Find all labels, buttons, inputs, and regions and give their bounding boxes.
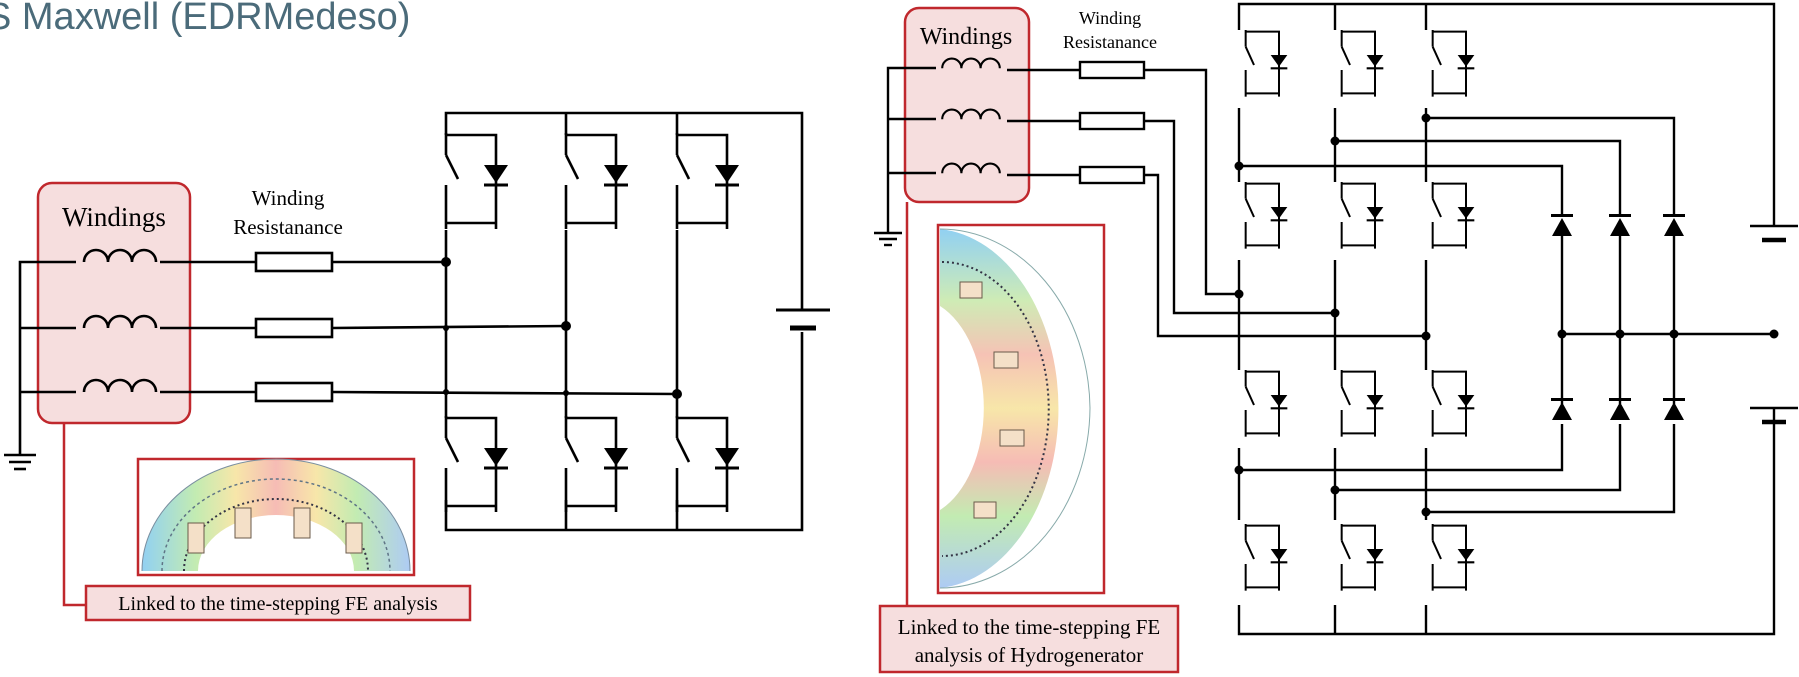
- right-windings-box: [903, 6, 1031, 204]
- right-resistor: [1078, 165, 1146, 185]
- left-circuit: Windings Winding Resistanance: [4, 111, 830, 622]
- left-windings-box: [36, 181, 192, 425]
- right-switch: [1431, 368, 1476, 438]
- left-resistance-label-1: Winding: [252, 186, 325, 210]
- page-title: S Maxwell (EDRMedeso): [0, 0, 411, 38]
- right-switch: [1244, 180, 1289, 250]
- left-fe-caption: Linked to the time-stepping FE analysis: [118, 593, 438, 615]
- left-resistor: [254, 381, 334, 403]
- right-switch: [1431, 522, 1476, 592]
- left-windings-label: Windings: [62, 202, 166, 232]
- right-fe-caption-1: Linked to the time-stepping FE: [898, 615, 1160, 639]
- right-fe-image: [936, 223, 1106, 595]
- left-switch-lower: [675, 414, 741, 514]
- left-resistance-label-2: Resistanance: [233, 215, 343, 239]
- left-switch-lower: [564, 414, 630, 514]
- left-switch-lower: [444, 414, 510, 514]
- left-fe-caption-box: [84, 584, 472, 622]
- left-battery-icon: [776, 308, 830, 331]
- right-switch: [1244, 522, 1289, 592]
- right-resistance-label-1: Winding: [1079, 8, 1141, 28]
- right-switch: [1340, 368, 1385, 438]
- left-junction-dots: [441, 257, 682, 399]
- right-switch: [1431, 180, 1476, 250]
- right-switch: [1244, 28, 1289, 98]
- right-junction-dots: [1234, 113, 1779, 517]
- right-resistor: [1078, 111, 1146, 131]
- right-circuit: Windings Winding Resistanance: [874, 2, 1798, 674]
- left-ground-bus: [4, 260, 76, 471]
- left-switch-upper: [564, 131, 630, 231]
- left-fe-image: [136, 457, 416, 577]
- right-bridge-frame: [1237, 2, 1776, 636]
- right-resistance-label-2: Resistanance: [1063, 32, 1157, 52]
- right-diodes: [1551, 214, 1685, 420]
- right-switch: [1431, 28, 1476, 98]
- right-resistor: [1078, 60, 1146, 80]
- left-switch-upper: [675, 131, 741, 231]
- right-switch: [1340, 28, 1385, 98]
- right-windings-label: Windings: [920, 24, 1012, 50]
- right-switch: [1244, 368, 1289, 438]
- right-fe-caption-2: analysis of Hydrogenerator: [915, 643, 1144, 667]
- right-fe-caption-box: [878, 604, 1180, 674]
- right-switch: [1340, 180, 1385, 250]
- right-ground-bus: [874, 66, 936, 247]
- left-switch-upper: [444, 131, 510, 231]
- right-battery-icon: [1750, 224, 1798, 425]
- right-switch: [1340, 522, 1385, 592]
- left-resistor: [254, 251, 334, 273]
- left-resistor: [254, 317, 334, 339]
